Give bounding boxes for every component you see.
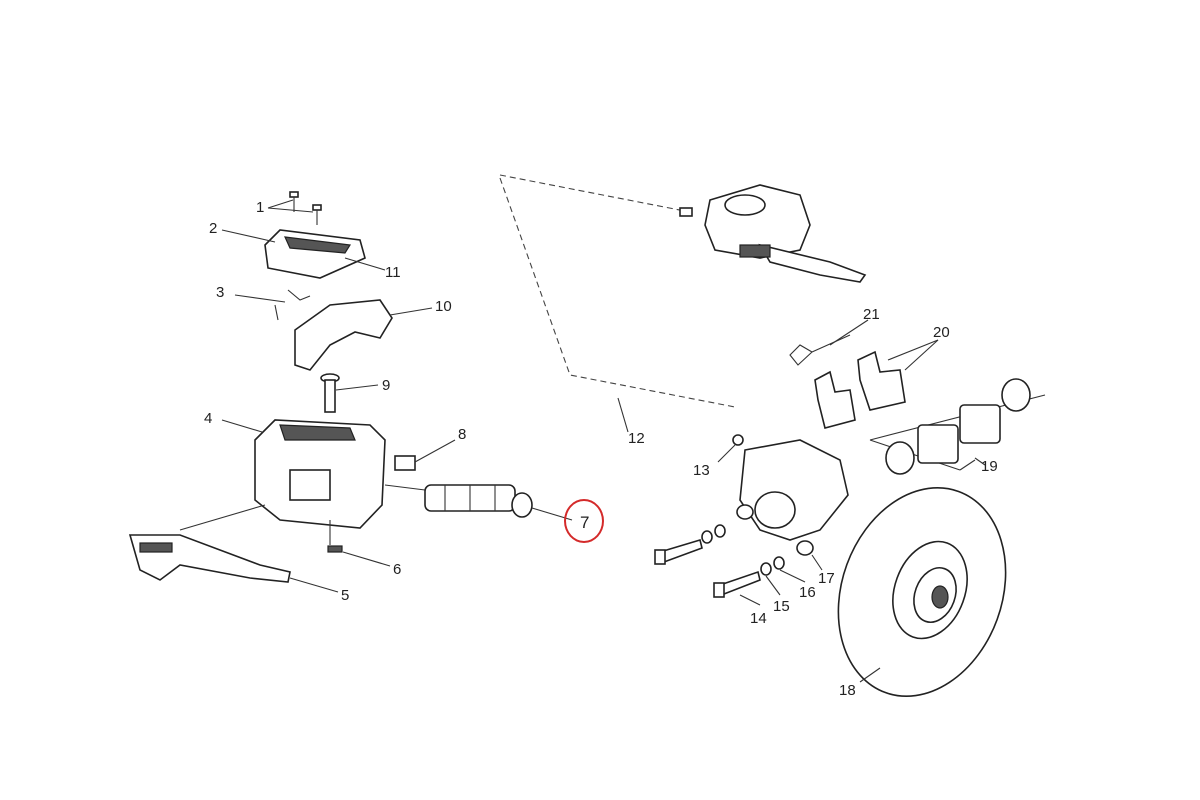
master-cylinder-body	[221, 419, 426, 529]
label-part-10: 10	[435, 298, 452, 315]
clip	[327, 520, 391, 567]
label-part-1: 1	[256, 199, 265, 216]
mounting-bolts	[654, 524, 806, 606]
brake-lever-assembly	[679, 184, 867, 283]
caliper-pistons	[869, 378, 1046, 475]
label-part-9: 9	[382, 377, 391, 394]
reservoir-cover	[221, 229, 386, 279]
label-part-14: 14	[750, 610, 767, 627]
label-part-6: 6	[393, 561, 402, 578]
label-part-3: 3	[216, 284, 225, 301]
label-part-20: 20	[933, 324, 950, 341]
bleed-fitting	[394, 439, 456, 471]
label-part-17: 17	[818, 570, 835, 587]
label-part-15: 15	[773, 598, 790, 615]
hydraulic-hose	[499, 174, 736, 433]
label-part-16: 16	[799, 584, 816, 601]
label-part-18: 18	[839, 682, 856, 699]
label-part-4: 4	[204, 410, 213, 427]
label-part-21: 21	[863, 306, 880, 323]
label-part-7: 7	[580, 513, 590, 532]
highlight-circle-part-7	[564, 499, 604, 543]
label-part-2: 2	[209, 220, 218, 237]
pivot-pin	[320, 373, 379, 413]
brake-rotor	[837, 486, 1007, 698]
spring-and-blade	[234, 289, 433, 371]
screws	[267, 191, 322, 225]
label-part-13: 13	[693, 462, 710, 479]
brake-pads	[789, 319, 939, 429]
label-part-11: 11	[385, 264, 401, 281]
piston	[424, 484, 573, 521]
label-part-8: 8	[458, 426, 467, 443]
label-part-12: 12	[628, 430, 645, 447]
lever	[128, 504, 339, 593]
label-part-5: 5	[341, 587, 350, 604]
caliper	[717, 434, 849, 571]
label-part-19: 19	[981, 458, 998, 475]
